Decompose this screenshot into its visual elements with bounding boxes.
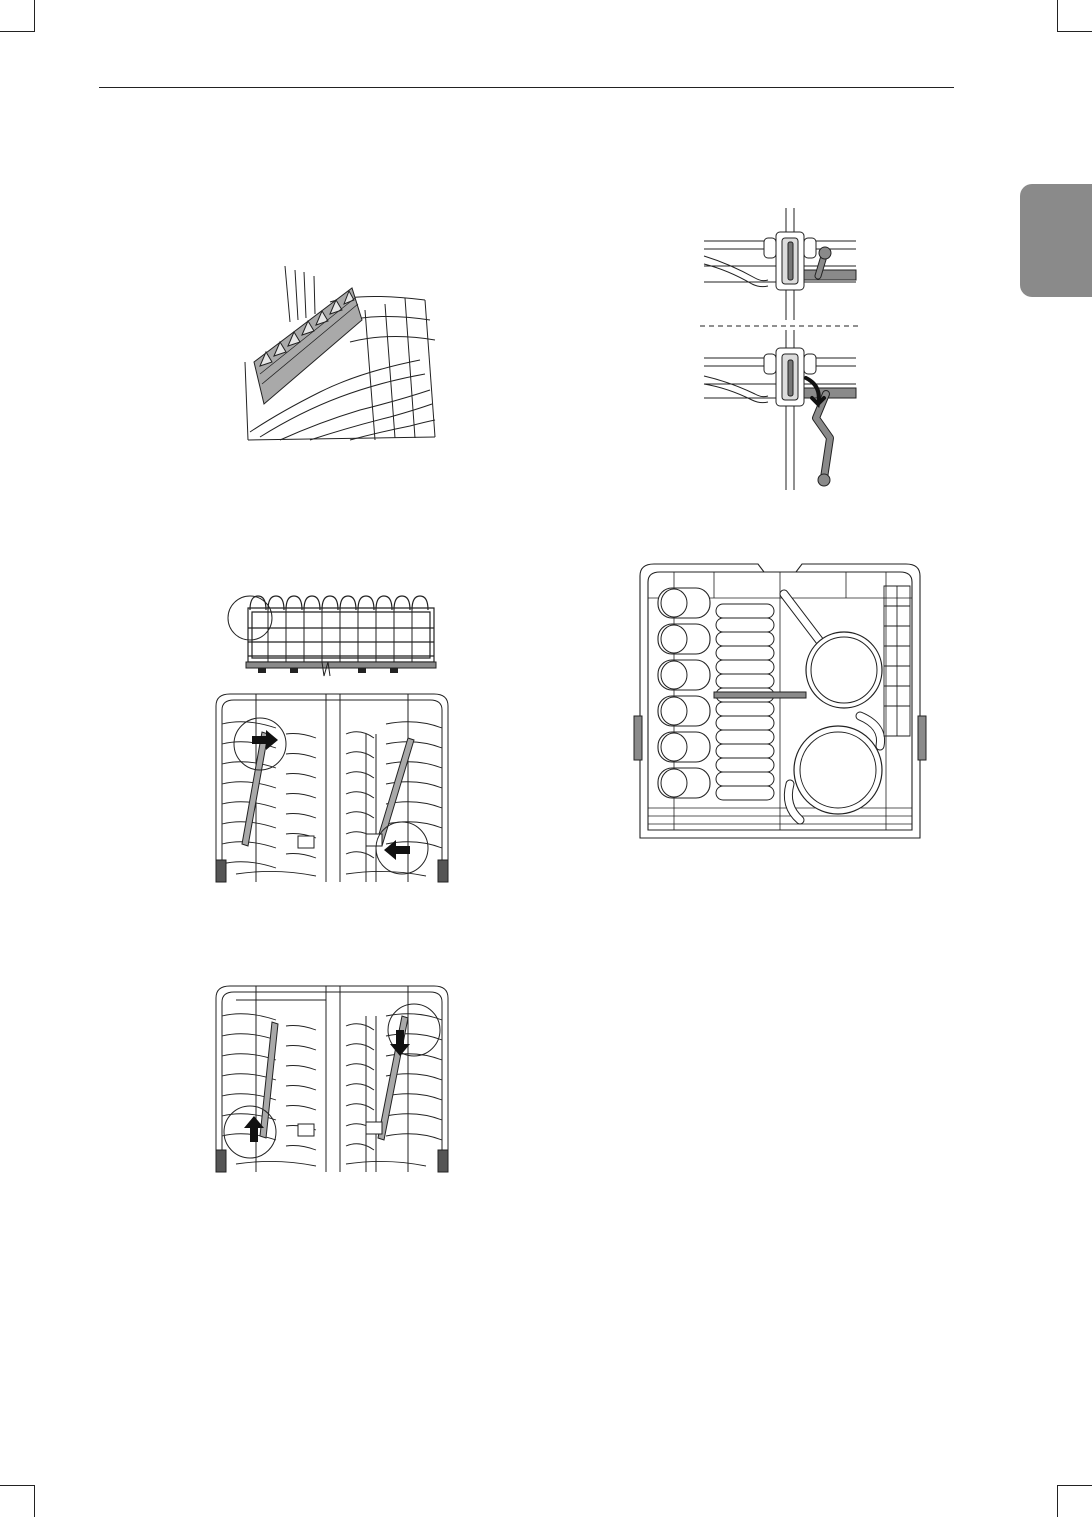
crop-mark-top-left-v: [34, 0, 35, 32]
rack-tine-row-illustration: [240, 262, 440, 444]
rack-tines-folded-illustration: [216, 694, 448, 882]
crop-mark-top-left-h: [0, 31, 34, 32]
language-tab: [1020, 184, 1092, 297]
crop-mark-top-right-v: [1057, 0, 1058, 32]
rack-tines-upright-illustration: [216, 986, 448, 1172]
crop-mark-bottom-left-h: [0, 1485, 34, 1486]
crop-mark-bottom-right-h: [1058, 1485, 1092, 1486]
tine-row-front-illustration: [228, 590, 438, 678]
crop-mark-bottom-left-v: [34, 1485, 35, 1517]
latch-lever-illustration: [700, 208, 862, 490]
crop-mark-top-right-h: [1058, 31, 1092, 32]
crop-mark-bottom-right-v: [1057, 1485, 1058, 1517]
header-rule: [99, 87, 954, 88]
loaded-rack-illustration: [634, 558, 926, 844]
